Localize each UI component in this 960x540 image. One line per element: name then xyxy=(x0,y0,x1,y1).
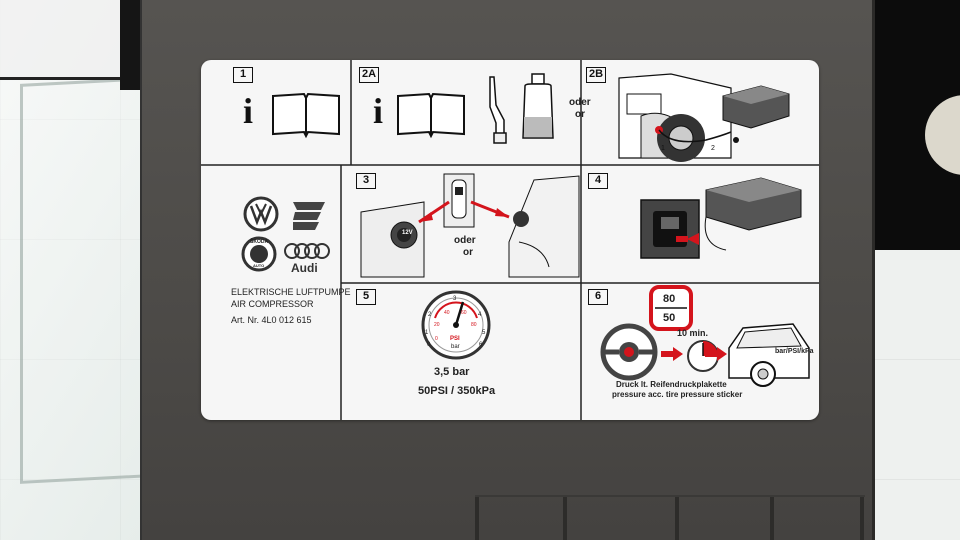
gauge-unit-bar: bar xyxy=(451,344,460,350)
gauge-tick-psi-20: 20 xyxy=(434,322,440,328)
speed-limit-bottom: 50 xyxy=(663,312,676,324)
compressor-switch-illustration xyxy=(640,177,802,259)
wait-time-label: 10 min. xyxy=(677,328,709,338)
gauge-tick-psi-40: 40 xyxy=(444,310,450,316)
arrow-right-icon-2 xyxy=(705,347,727,361)
step-2b-number: 2B xyxy=(586,67,607,83)
gauge-tick-bar-4: 4 xyxy=(478,312,482,318)
or-label-1: or xyxy=(575,109,585,120)
car-rear-icon xyxy=(728,323,810,387)
audi-rings-logo-icon xyxy=(284,243,330,259)
sealant-hose-icon xyxy=(489,76,507,144)
speed-limit-sign-icon xyxy=(649,285,693,331)
gauge-tick-bar-6: 6 xyxy=(479,342,483,348)
gauge-tick-bar-0: 0 xyxy=(427,342,431,348)
info-icon: i xyxy=(243,91,254,131)
step-2a-number: 2A xyxy=(359,67,380,83)
caption-de: Druck lt. Reifendruckplakette xyxy=(616,380,727,389)
oder-label-2: oder xyxy=(454,235,476,246)
case-bottom-edge xyxy=(475,495,865,540)
car-wheel-compressor-illustration: 1 2 xyxy=(618,73,790,162)
manual-book-icon-2a xyxy=(397,92,465,139)
seat-logo-icon xyxy=(293,202,325,230)
manual-book-icon xyxy=(272,92,340,139)
oder-label-1: oder xyxy=(569,97,591,108)
svg-text:2: 2 xyxy=(711,145,715,152)
skoda-logo-text: ŠKODA xyxy=(250,239,269,245)
arrow-right-icon-1 xyxy=(661,347,683,361)
gauge-unit-psi: PSI xyxy=(450,336,460,342)
gauge-tick-bar-1: 1 xyxy=(425,330,429,336)
gauge-tick-psi-60: 60 xyxy=(461,310,467,316)
car-pressure-label: bar/PSI/kPa xyxy=(775,348,814,355)
caption-en: pressure acc. tire pressure sticker xyxy=(612,390,743,399)
svg-text:1: 1 xyxy=(661,145,665,152)
product-name-de: ELEKTRISCHE LUFTPUMPE xyxy=(231,287,351,297)
gauge-tick-bar-2: 2 xyxy=(428,312,432,318)
step-4-number: 4 xyxy=(588,173,608,189)
pressure-psi-kpa-label: 50PSI / 350kPa xyxy=(418,385,496,397)
instruction-sticker: 1 i 2A i 2B oder or 1 2 xyxy=(201,60,819,420)
steering-wheel-icon xyxy=(600,323,658,381)
step-3-number: 3 xyxy=(356,173,376,189)
step-6-number: 6 xyxy=(588,289,608,305)
step-5-number: 5 xyxy=(356,289,376,305)
part-number: Art. Nr. 4L0 012 615 xyxy=(231,315,312,325)
step-1-number: 1 xyxy=(233,67,253,83)
gauge-tick-bar-5: 5 xyxy=(482,330,486,336)
pressure-bar-label: 3,5 bar xyxy=(434,366,470,378)
gauge-tick-psi-80: 80 xyxy=(471,322,477,328)
sealant-bottle-icon xyxy=(522,73,554,139)
sticker-grid xyxy=(201,60,819,420)
skoda-logo-icon xyxy=(241,236,277,272)
info-icon-2a: i xyxy=(373,91,384,131)
gauge-tick-psi-0: 0 xyxy=(435,336,438,342)
gauge-tick-bar-3: 3 xyxy=(453,296,457,302)
speed-limit-top: 80 xyxy=(663,293,676,305)
socket-voltage-label: 12V xyxy=(402,230,413,236)
or-label-2: or xyxy=(463,247,473,258)
socket-plug-illustration xyxy=(360,173,580,278)
skoda-logo-subtext: AUTO xyxy=(253,263,265,268)
pressure-gauge-icon xyxy=(421,290,491,360)
vw-logo-icon xyxy=(243,196,279,232)
audi-logo-text: Audi xyxy=(291,261,318,275)
product-name-en: AIR COMPRESSOR xyxy=(231,299,314,309)
